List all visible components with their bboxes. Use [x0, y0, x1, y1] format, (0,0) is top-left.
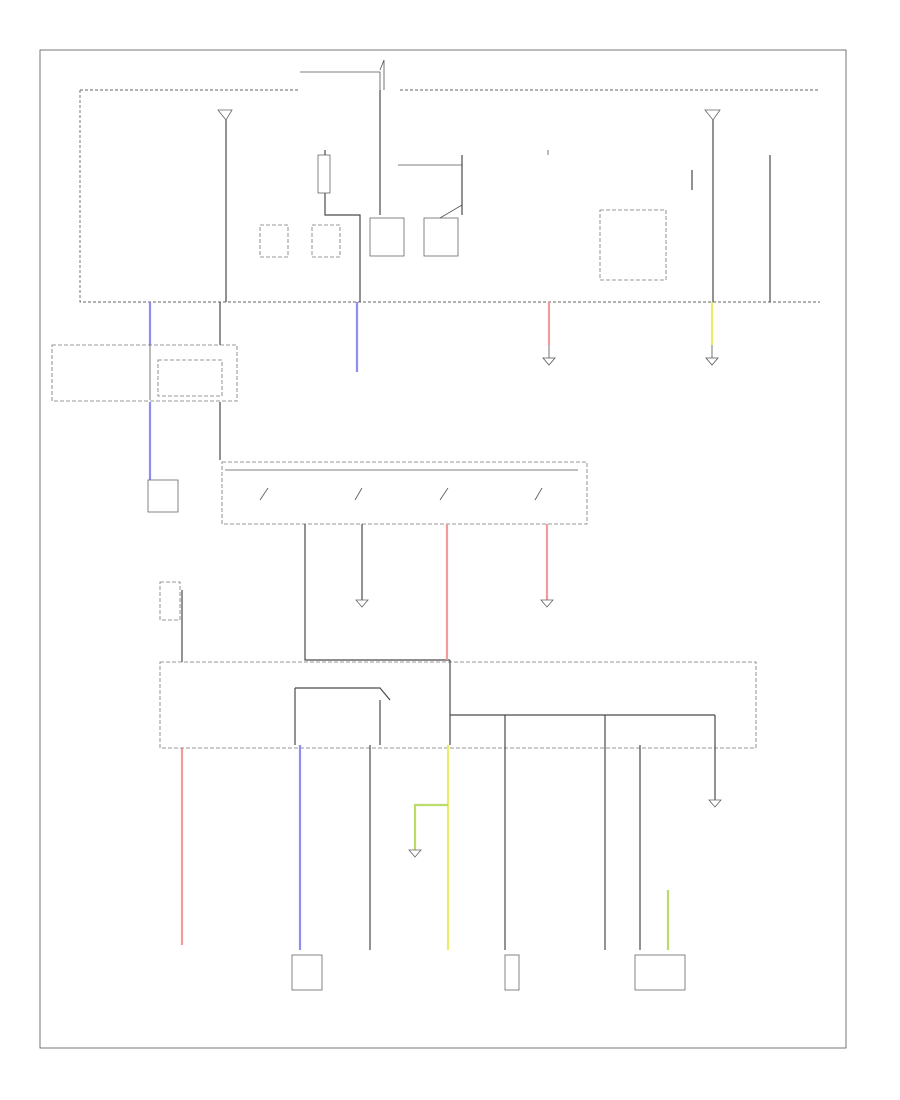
- ground-5: [408, 849, 422, 858]
- wire-bus-drops: [504, 715, 716, 745]
- lower-junction-box: [159, 661, 757, 749]
- relay-2: [311, 224, 341, 258]
- security-control-box: [147, 479, 179, 513]
- top-connector: [300, 59, 385, 90]
- fuse-element: [317, 154, 331, 194]
- right-fuse-feed-icon: [704, 109, 721, 121]
- relay-3: [369, 217, 405, 257]
- ground-3: [355, 599, 369, 608]
- relay-4: [423, 217, 459, 257]
- wire-relay-4: [398, 164, 463, 219]
- relay-link: [295, 687, 391, 701]
- relay-5-outline: [599, 209, 667, 281]
- diagram-frame: [39, 49, 847, 1049]
- fuse-left-lower: [159, 581, 181, 621]
- ground-6: [708, 799, 722, 808]
- switch-contacts: [259, 487, 543, 501]
- ground-4: [540, 599, 554, 608]
- ground-1: [542, 345, 556, 366]
- wire-switch-a: [304, 524, 450, 661]
- aux-b-box: [504, 954, 520, 991]
- left-relay-inner: [157, 359, 223, 397]
- ground-2: [705, 345, 719, 366]
- power-window-switch-box: [634, 954, 686, 991]
- under-dash-fuse-box-outline: [79, 89, 820, 303]
- left-fuse-feed-icon: [217, 109, 233, 121]
- ignition-switch-box: [221, 461, 588, 525]
- wire-yg-1: [413, 803, 448, 850]
- relay-1: [259, 224, 289, 258]
- transmission-range-switch-box: [291, 954, 323, 991]
